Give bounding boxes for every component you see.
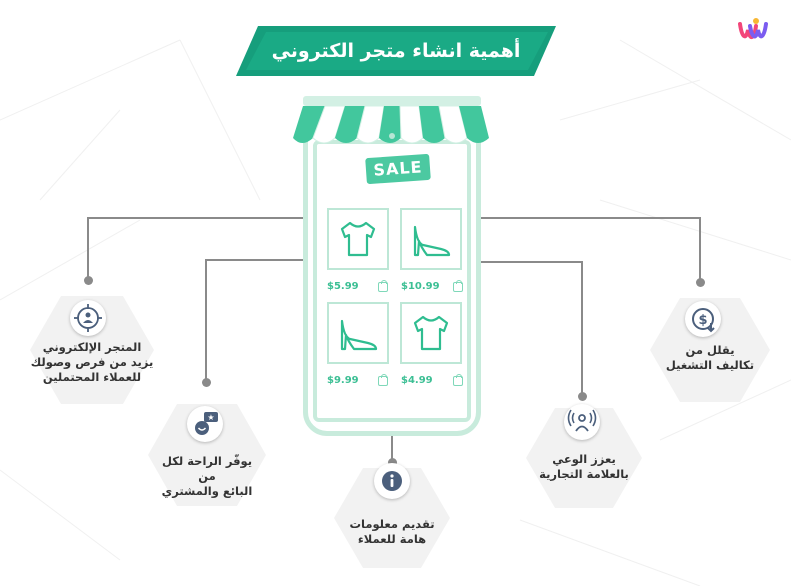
benefit-card-convenience	[148, 404, 266, 506]
connector-dot	[578, 392, 587, 401]
benefit-icon-reach-customers	[70, 300, 106, 336]
shopping-bag-icon[interactable]	[453, 374, 463, 386]
product-card-high-heel[interactable]	[400, 208, 462, 270]
tshirt-icon	[340, 221, 376, 257]
product-price: $9.99	[327, 375, 359, 386]
shopping-bag-icon[interactable]	[378, 280, 388, 292]
benefit-icon-info	[374, 463, 410, 499]
connector-dot	[388, 458, 397, 467]
product-card-high-heel[interactable]	[327, 302, 389, 364]
tshirt-icon	[413, 315, 449, 351]
title-banner: أهمية انشاء متجر الكتروني	[236, 26, 556, 76]
info-icon	[382, 471, 402, 491]
chat-smile-icon: ★	[195, 412, 218, 435]
product-price: $4.99	[401, 375, 433, 386]
benefit-icon-convenience: ★	[187, 406, 223, 442]
benefit-card-reduce-costs	[650, 298, 770, 402]
connector-dot	[202, 378, 211, 387]
sale-tag: SALE	[365, 153, 431, 185]
product-price: $5.99	[327, 281, 359, 292]
benefit-icon-reduce-costs: $	[685, 301, 721, 337]
benefit-card-brand-awareness	[526, 408, 642, 508]
broadcast-person-icon	[567, 409, 597, 432]
connector-dot	[84, 276, 93, 285]
benefit-card-reach-customers	[30, 296, 154, 404]
shopping-bag-icon[interactable]	[453, 280, 463, 292]
dollar-down-icon: $	[692, 308, 715, 333]
product-price: $10.99	[401, 281, 440, 292]
product-card-tshirt[interactable]	[400, 302, 462, 364]
benefit-card-info	[334, 468, 450, 568]
svg-text:★: ★	[207, 413, 214, 422]
high-heel-icon	[413, 225, 451, 257]
connector-dot	[696, 278, 705, 287]
page-title: أهمية انشاء متجر الكتروني	[271, 40, 521, 62]
high-heel-icon	[340, 319, 378, 351]
benefit-icon-brand-awareness	[564, 404, 600, 440]
store-awning-icon	[293, 96, 489, 144]
target-people-icon	[74, 304, 102, 332]
brand-logo-icon	[738, 18, 768, 39]
svg-text:$: $	[698, 313, 707, 328]
phone-screen	[313, 140, 471, 422]
product-card-tshirt[interactable]	[327, 208, 389, 270]
shopping-bag-icon[interactable]	[378, 374, 388, 386]
